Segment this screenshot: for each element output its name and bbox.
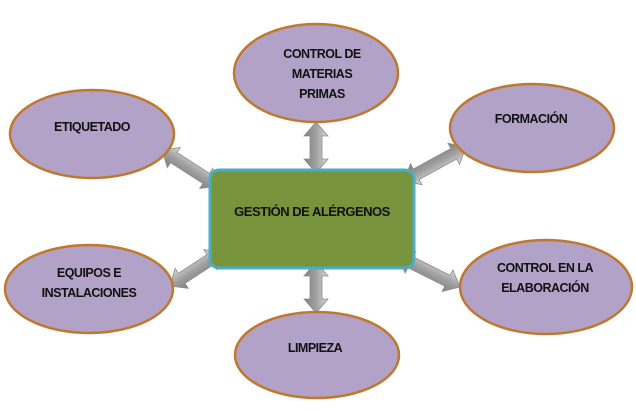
node-etiquetado-ellipse <box>8 88 176 180</box>
label-line: ETIQUETADO <box>53 120 131 134</box>
node-limpieza-ellipse <box>233 310 401 400</box>
label-line: PRIMAS <box>299 87 345 101</box>
node-equipos-label: EQUIPOS E INSTALACIONES <box>42 263 137 303</box>
node-materias-primas-label: CONTROL DE MATERIAS PRIMAS <box>283 44 361 104</box>
label-line: MATERIAS <box>291 67 353 81</box>
node-formacion-label: FORMACIÓN <box>495 109 568 129</box>
node-formacion-ellipse <box>448 82 616 174</box>
node-equipos-ellipse <box>3 243 175 335</box>
label-line: CONTROL DE <box>283 47 361 61</box>
label-line: INSTALACIONES <box>41 286 137 300</box>
node-elaboracion-ellipse <box>458 238 634 336</box>
center-box <box>208 168 416 270</box>
center-label: GESTIÓN DE ALÉRGENOS <box>234 204 390 219</box>
label-line: CONTROL EN LA <box>496 261 594 275</box>
label-line: EQUIPOS E <box>56 266 122 280</box>
node-etiquetado-label: ETIQUETADO <box>53 117 131 137</box>
label-line: FORMACIÓN <box>494 112 568 126</box>
node-materias-primas-ellipse <box>232 22 400 124</box>
node-elaboracion-label: CONTROL EN LA ELABORACIÓN <box>496 258 594 298</box>
arrow-limpieza <box>303 261 329 314</box>
arrow-materias-primas <box>303 121 329 174</box>
label-line: LIMPIEZA <box>287 341 343 355</box>
label-line: ELABORACIÓN <box>501 281 589 295</box>
node-limpieza-label: LIMPIEZA <box>287 338 343 358</box>
